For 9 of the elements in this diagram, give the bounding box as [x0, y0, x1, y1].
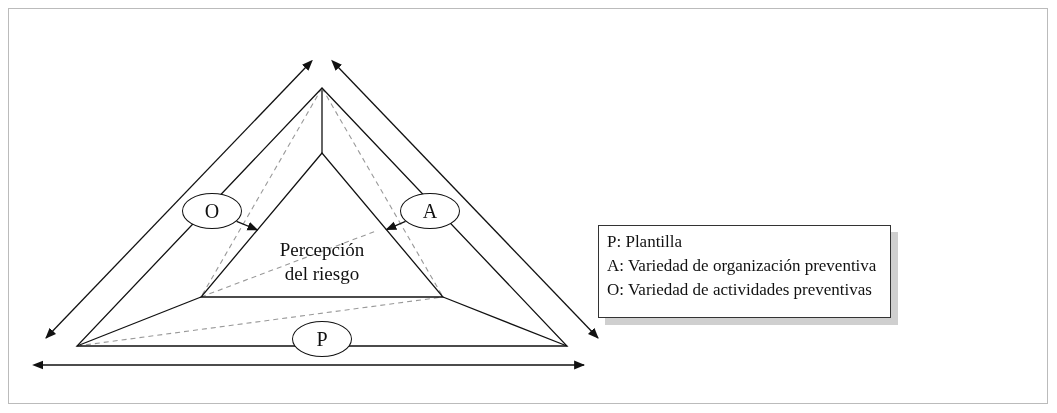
legend-entry: P: Plantilla [607, 231, 683, 253]
legend-entry: O: Variedad de actividades preventivas [607, 279, 872, 301]
letter-ellipse: P [292, 321, 352, 357]
arrow [385, 220, 407, 231]
letter-ellipse: O [182, 193, 242, 229]
letter-ellipse: A [400, 193, 460, 229]
triangle-label: Percepción del riesgo [278, 238, 366, 286]
arrow [235, 220, 259, 231]
legend-entry: A: Variedad de organización preventiva [607, 255, 877, 277]
